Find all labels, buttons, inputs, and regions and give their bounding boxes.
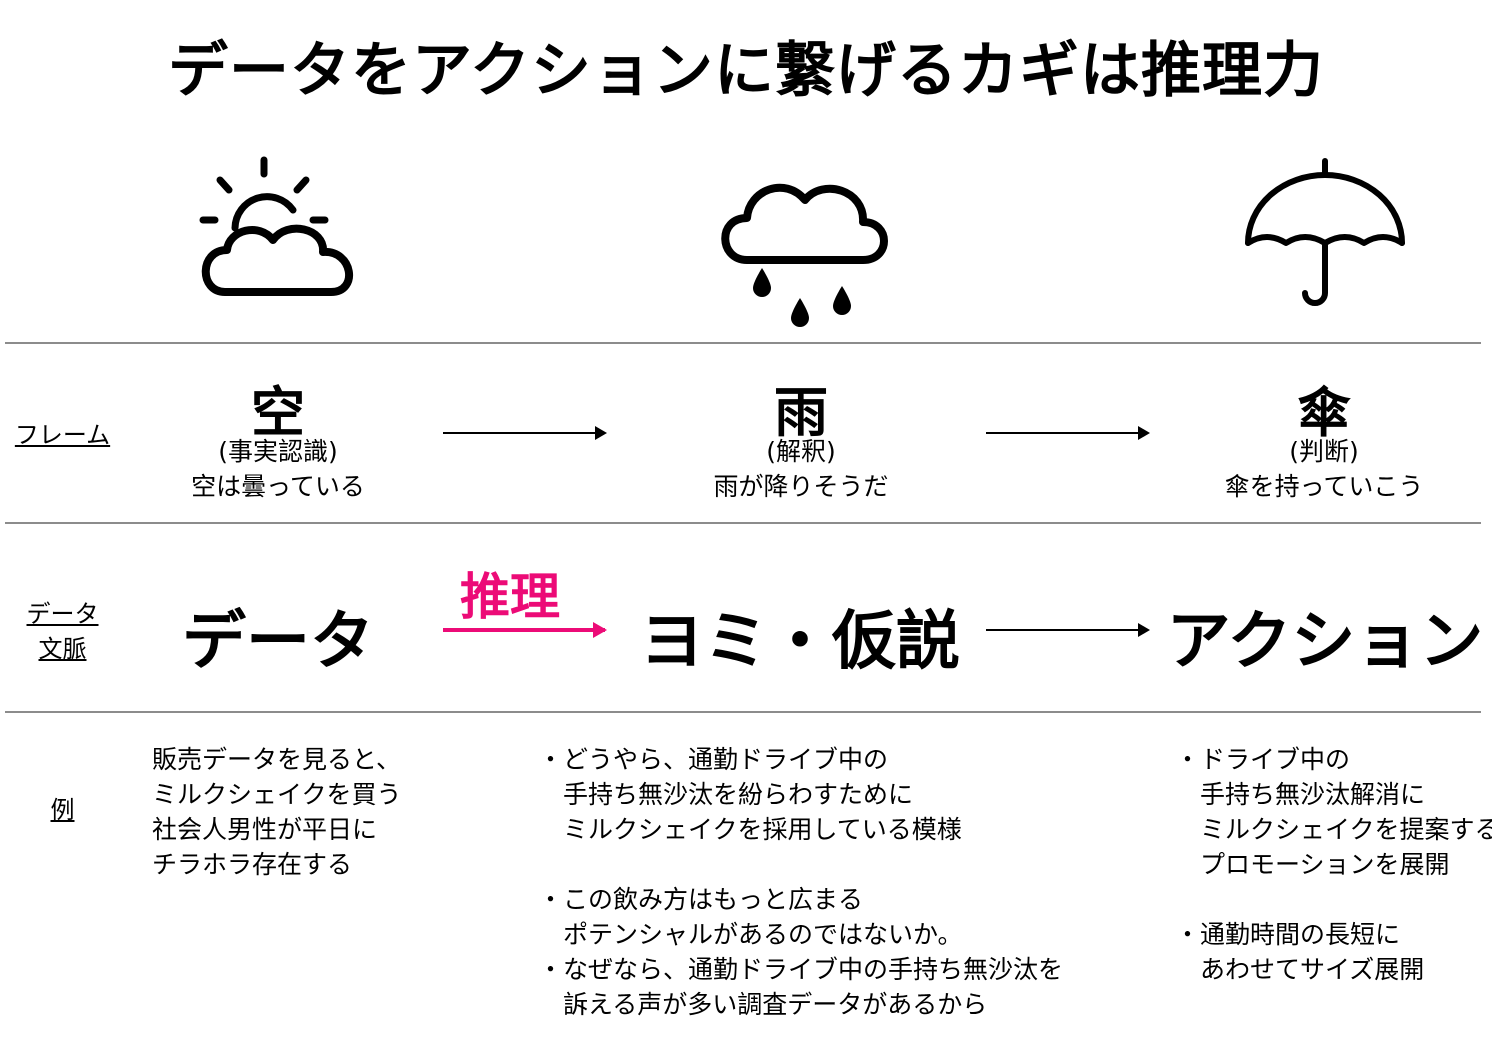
rain-cloud-icon (721, 183, 888, 327)
example-action-line: プロモーションを展開 (1175, 850, 1450, 879)
example-hypothesis-line: ・なぜなら、通勤ドライブ中の手持ち無沙汰を (538, 955, 1064, 984)
umbrella-icon (1245, 158, 1405, 306)
example-data-line: ミルクシェイクを買う (152, 780, 402, 809)
data-row-data: データ (182, 605, 374, 679)
frame-item-rain-text: 雨が降りそうだ (713, 472, 889, 501)
example-data-line: 販売データを見ると、 (152, 745, 402, 774)
frame-item-rain: 雨 (774, 381, 828, 444)
example-action-line: 手持ち無沙汰解消に (1175, 780, 1426, 809)
example-hypothesis-line: ・この飲み方はもっと広まる (538, 885, 864, 914)
divider-top (5, 342, 1481, 344)
partly-cloudy-icon (199, 156, 354, 296)
inference-label: 推理 (460, 568, 560, 626)
example-action-text: ・ドライブ中の 手持ち無沙汰解消に ミルクシェイクを提案する プロモーションを展… (1175, 742, 1492, 987)
data-row-action: アクション (1166, 605, 1484, 679)
data-row-arrow (986, 623, 1150, 637)
divider-middle (5, 522, 1481, 524)
example-hypothesis-line: 手持ち無沙汰を紛らわすために (538, 780, 914, 809)
frame-item-umbrella-text: 傘を持っていこう (1224, 472, 1424, 501)
data-row-label-line1: データ (26, 600, 99, 628)
example-hypothesis-line: ミルクシェイクを採用している模様 (538, 815, 962, 844)
example-data-line: チラホラ存在する (152, 850, 353, 879)
example-action-line: ・通勤時間の長短に (1175, 920, 1401, 949)
page-title: データをアクションに繋げるカギは推理力 (168, 36, 1324, 106)
frame-item-sky-type: (事実認識) (218, 437, 338, 466)
example-hypothesis-text: ・どうやら、通勤ドライブ中の 手持ち無沙汰を紛らわすために ミルクシェイクを採用… (538, 742, 1063, 1022)
example-action-line: ・ドライブ中の (1175, 745, 1351, 774)
frame-item-umbrella: 傘 (1297, 381, 1351, 444)
example-row-label: 例 (50, 796, 75, 824)
example-hypothesis-line: ・どうやら、通勤ドライブ中の (538, 745, 889, 774)
frame-arrow-2 (986, 426, 1150, 440)
example-data-text: 販売データを見ると、 ミルクシェイクを買う 社会人男性が平日に チラホラ存在する (152, 742, 402, 882)
frame-item-umbrella-type: (判断) (1289, 437, 1359, 466)
example-action-line: あわせてサイズ展開 (1175, 955, 1425, 984)
frame-item-sky-text: 空は曇っている (191, 472, 365, 501)
data-row-hypothesis: ヨミ・仮説 (640, 605, 960, 679)
inference-arrow (443, 622, 607, 638)
divider-bottom (5, 711, 1481, 713)
frame-row-label: フレーム (14, 421, 111, 449)
example-action-line: ミルクシェイクを提案する (1175, 815, 1492, 844)
frame-item-sky: 空 (251, 381, 305, 444)
data-row-label-line2: 文脈 (38, 635, 87, 663)
example-hypothesis-line: ポテンシャルがあるのではないか。 (538, 920, 963, 949)
example-data-line: 社会人男性が平日に (152, 815, 378, 844)
frame-arrow-1 (443, 426, 607, 440)
example-hypothesis-line: 訴える声が多い調査データがあるから (538, 990, 988, 1019)
frame-item-rain-type: (解釈) (766, 437, 836, 466)
